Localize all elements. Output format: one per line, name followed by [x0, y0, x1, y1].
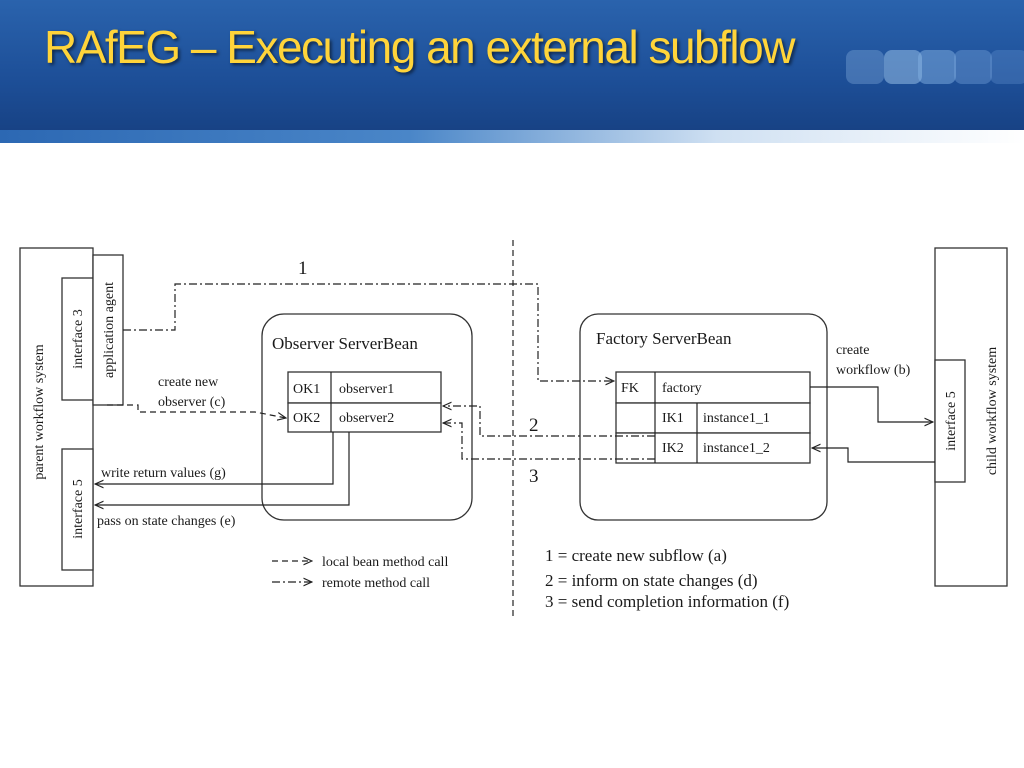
- parent-workflow-system: parent workflow system interface 3 inter…: [19, 247, 94, 587]
- parent-interface-3: [61, 277, 94, 401]
- slide-title: RAfEG – Executing an external subflow: [44, 21, 795, 73]
- parent-interface-5-label: interface 5: [71, 479, 86, 538]
- note-item: 1 = create new subflow (a): [545, 546, 727, 565]
- numbered-notes: 1 = create new subflow (a) 2 = inform on…: [545, 546, 789, 611]
- legend-remote-label: remote method call: [322, 576, 430, 591]
- label-number-1: 1: [298, 258, 308, 279]
- label-create: create: [836, 343, 869, 358]
- child-interface-5: [934, 359, 966, 483]
- label-workflow-b: workflow (b): [836, 363, 911, 378]
- slide-header: RAfEG – Executing an external subflow: [0, 0, 1024, 143]
- factory-row-key: FK: [621, 381, 639, 396]
- label-number-3: 3: [529, 466, 539, 487]
- header-decoration-square: [990, 50, 1024, 84]
- remote-call-create-subflow-arrow: [123, 283, 614, 381]
- child-system-label: child workflow system: [985, 347, 1000, 475]
- legend: local bean method call remote method cal…: [272, 555, 448, 591]
- write-return-values-arrow: [95, 432, 334, 484]
- observer-row-key: OK1: [293, 382, 320, 397]
- factory-row-value: instance1_1: [703, 411, 770, 426]
- label-observer-c: observer (c): [158, 395, 226, 410]
- local-call-create-observer-arrow: [107, 404, 286, 418]
- label-number-2: 2: [529, 415, 539, 436]
- factory-title: Factory ServerBean: [596, 329, 732, 348]
- child-interface-5-label: interface 5: [944, 391, 959, 450]
- observer-title: Observer ServerBean: [272, 334, 418, 353]
- factory-row-key: IK1: [662, 411, 684, 426]
- application-agent: application agent: [92, 254, 124, 406]
- factory-row-value: instance1_2: [703, 441, 770, 456]
- header-decoration-square: [884, 50, 922, 84]
- create-workflow-arrow: [810, 386, 933, 422]
- parent-interface-5: [61, 448, 94, 571]
- parent-system-label: parent workflow system: [32, 344, 47, 479]
- observer-row-value: observer2: [339, 411, 394, 426]
- label-create-new: create new: [158, 375, 219, 390]
- pass-on-state-changes-arrow: [95, 432, 350, 505]
- note-item: 2 = inform on state changes (d): [545, 571, 758, 590]
- factory-row-key: IK2: [662, 441, 684, 456]
- child-workflow-system: interface 5 child workflow system: [934, 247, 1008, 587]
- label-pass-on-state-changes: pass on state changes (e): [97, 514, 236, 529]
- observer-row-key: OK2: [293, 411, 320, 426]
- remote-call-completion-arrow: [443, 423, 655, 460]
- parent-interface-3-label: interface 3: [71, 309, 86, 368]
- header-decoration-square: [846, 50, 884, 84]
- child-to-factory-arrow: [812, 448, 935, 463]
- legend-local-label: local bean method call: [322, 555, 448, 570]
- observer-serverbean: Observer ServerBean OK1 observer1 OK2 ob…: [261, 313, 473, 521]
- header-stripe: [0, 130, 1024, 143]
- observer-row-value: observer1: [339, 382, 394, 397]
- header-decoration-square: [954, 50, 992, 84]
- factory-row-value: factory: [662, 381, 702, 396]
- header-decoration-square: [918, 50, 956, 84]
- factory-serverbean: Factory ServerBean FK factory IK1 instan…: [579, 313, 828, 521]
- note-item: 3 = send completion information (f): [545, 592, 789, 611]
- application-agent-label: application agent: [102, 282, 117, 378]
- remote-call-state-changes-arrow: [443, 406, 655, 437]
- label-write-return-values: write return values (g): [101, 466, 226, 481]
